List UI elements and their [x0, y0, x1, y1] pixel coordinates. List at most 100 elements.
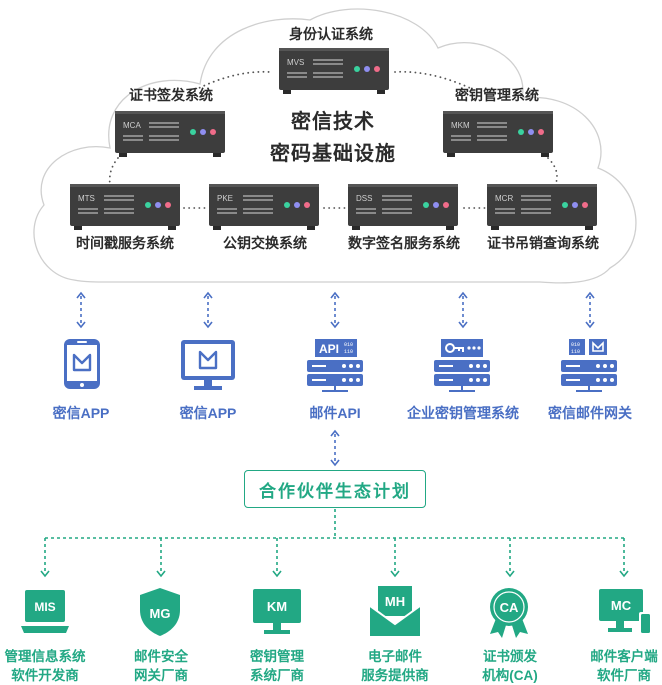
cloud-outline [33, 8, 637, 284]
status-led-pink [582, 202, 588, 208]
partner-mg-line2: 网关厂商 [134, 668, 188, 683]
partner-km-line1: 密钥管理 [250, 649, 304, 664]
arrow-up-icon [203, 291, 213, 299]
svg-text:MH: MH [385, 594, 405, 609]
arrow-down-icon [40, 570, 50, 578]
arrow-down-icon [585, 321, 595, 329]
server-label-mvs: 身份认证系统 [289, 26, 373, 42]
server-label-mkm: 密钥管理系统 [455, 87, 539, 103]
partner-mis-line1: 管理信息系统 [4, 649, 86, 664]
arrow-up-icon [330, 291, 340, 299]
arrow-down-icon [272, 570, 282, 578]
server-mca: MCA [115, 111, 225, 162]
partner-mh-line1: 电子邮件 [368, 649, 422, 664]
server-code: DSS [356, 194, 372, 203]
server-dss: DSS [348, 184, 458, 235]
server-code: MCR [495, 194, 513, 203]
status-led-pink [443, 202, 449, 208]
desktop-app-icon [180, 339, 236, 391]
server-pke: PKE [209, 184, 319, 235]
shield-icon: MG [137, 586, 183, 638]
gateway-server-icon: 010 110 [560, 336, 618, 392]
status-led-pink [210, 129, 216, 135]
partner-km-line2: 系统厂商 [250, 668, 304, 683]
status-led-pink [165, 202, 171, 208]
arrow-down-icon [330, 459, 340, 467]
server-mkm: MKM [443, 111, 553, 162]
monitor-icon: KM [252, 588, 302, 636]
api-server-icon: API 010 110 [306, 336, 364, 392]
arrow-down-icon [203, 321, 213, 329]
status-led-purple [528, 129, 534, 135]
server-code: PKE [217, 194, 233, 203]
status-led-purple [294, 202, 300, 208]
partner-mc-line2: 软件厂商 [597, 668, 651, 683]
access-label-enterprise-kms: 企业密钥管理系统 [407, 405, 519, 421]
status-led-purple [200, 129, 206, 135]
status-led-green [518, 129, 524, 135]
svg-text:KM: KM [267, 599, 287, 614]
partner-mh-line2: 服务提供商 [361, 668, 429, 683]
partner-mc-line1: 邮件客户端 [590, 649, 658, 664]
partner-ca-line1: 证书颁发 [483, 649, 537, 664]
status-led-purple [155, 202, 161, 208]
core-title-line2: 密码基础设施 [270, 143, 396, 165]
status-led-green [284, 202, 290, 208]
link-mvs-mkm [394, 70, 471, 89]
svg-text:MIS: MIS [34, 600, 55, 614]
svg-text:110: 110 [571, 349, 580, 355]
badge-icon: CA [486, 586, 532, 640]
arrow-down-icon [390, 570, 400, 578]
server-code: MKM [451, 121, 470, 130]
phone-app-icon [62, 338, 102, 390]
status-led-green [423, 202, 429, 208]
server-code: MTS [78, 194, 95, 203]
access-label-mail-api: 邮件API [309, 405, 361, 421]
laptop-icon: MIS [20, 588, 70, 636]
arrow-down-icon [76, 321, 86, 329]
access-label-app-desktop: 密信APP [179, 405, 237, 421]
status-led-pink [374, 66, 380, 72]
devices-icon: MC [598, 588, 652, 636]
link-mca-mvs [194, 70, 271, 91]
arrow-down-icon [505, 570, 515, 578]
link-mkm-mcr [547, 157, 558, 184]
access-label-app-mobile: 密信APP [52, 405, 110, 421]
status-led-purple [364, 66, 370, 72]
status-led-pink [538, 129, 544, 135]
status-led-purple [572, 202, 578, 208]
status-led-purple [433, 202, 439, 208]
server-label-mca: 证书签发系统 [129, 87, 213, 103]
envelope-icon: MH [368, 584, 422, 638]
api-text: API [319, 342, 339, 356]
server-code: MCA [123, 121, 141, 130]
server-mvs: MVS [279, 48, 389, 99]
server-mcr: MCR [487, 184, 597, 235]
access-label-mail-gateway: 密信邮件网关 [548, 405, 632, 421]
server-mts: MTS [70, 184, 180, 235]
svg-text:MG: MG [150, 606, 171, 621]
link-mca-mts [108, 157, 119, 186]
arrow-up-icon [330, 429, 340, 437]
server-label-mts: 时间戳服务系统 [76, 235, 174, 251]
arrow-up-icon [585, 291, 595, 299]
svg-text:MC: MC [611, 598, 632, 613]
status-led-green [145, 202, 151, 208]
partner-mg-line1: 邮件安全 [134, 649, 188, 664]
status-led-pink [304, 202, 310, 208]
svg-text:010: 010 [571, 342, 580, 348]
status-led-green [190, 129, 196, 135]
server-code: MVS [287, 58, 304, 67]
status-led-green [354, 66, 360, 72]
arrow-down-icon [330, 321, 340, 329]
key-server-icon [433, 336, 491, 392]
server-label-dss: 数字签名服务系统 [348, 235, 460, 251]
svg-text:CA: CA [500, 600, 519, 615]
arrow-down-icon [156, 570, 166, 578]
svg-text:110: 110 [344, 349, 353, 355]
arrow-down-icon [619, 570, 629, 578]
core-title-line1: 密信技术 [291, 111, 375, 133]
status-led-green [562, 202, 568, 208]
